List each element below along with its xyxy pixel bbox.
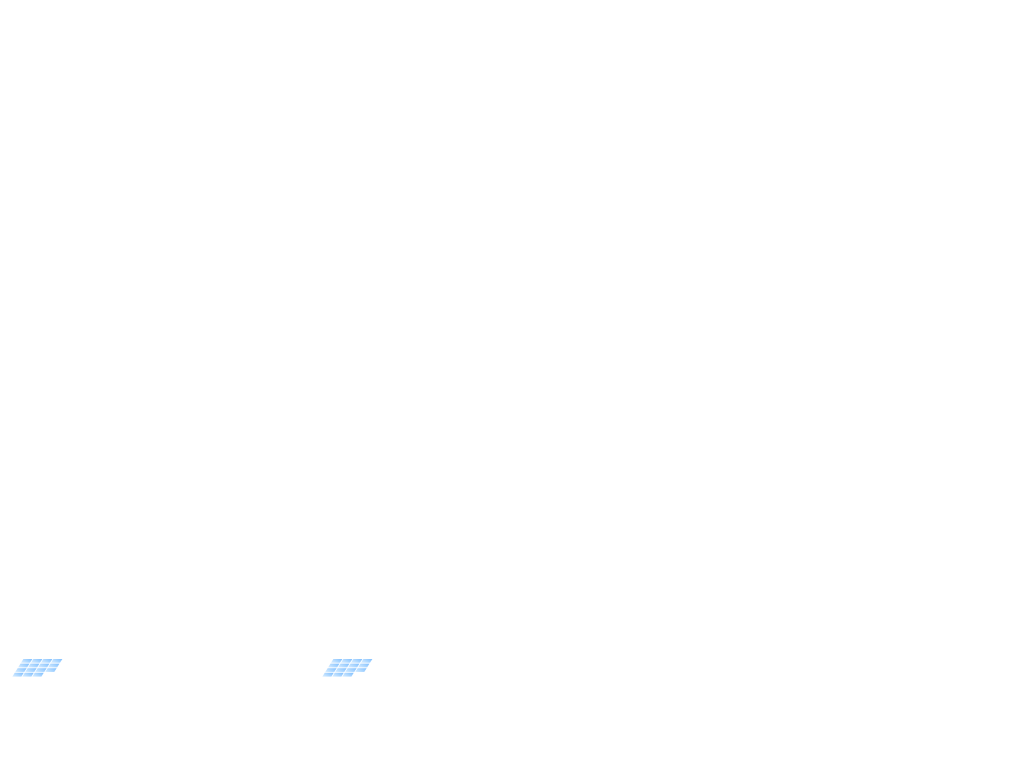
grid-cell	[332, 672, 344, 677]
grid-cell	[348, 663, 360, 668]
grid-cell	[48, 663, 60, 668]
grid-cell	[351, 659, 363, 663]
grid-cell	[31, 659, 43, 663]
grid-cell	[342, 672, 354, 677]
grid-cell	[15, 668, 27, 672]
grid-cell	[32, 672, 44, 677]
grid-cell	[18, 663, 30, 668]
grid-icon	[12, 659, 63, 677]
grid-cell	[12, 672, 24, 677]
grid-cell	[328, 663, 340, 668]
grid-cell	[331, 659, 343, 663]
grid-cell	[345, 668, 357, 672]
grid-cell	[338, 663, 350, 668]
grid-cell	[41, 659, 53, 663]
grid-cell	[355, 668, 367, 672]
grid-cell	[21, 659, 33, 663]
grid-cell	[358, 663, 370, 668]
grid-cell	[335, 668, 347, 672]
grid-cell	[22, 672, 34, 677]
grid-cell	[45, 668, 57, 672]
grid-cell	[25, 668, 37, 672]
grid-cell	[35, 668, 47, 672]
grid-cell	[38, 663, 50, 668]
grid-cell	[322, 672, 334, 677]
grid-cell	[361, 659, 373, 663]
grid-icon	[322, 659, 373, 677]
grid-cell	[28, 663, 40, 668]
grid-cell	[51, 659, 63, 663]
grid-cell	[325, 668, 337, 672]
grid-cell	[341, 659, 353, 663]
